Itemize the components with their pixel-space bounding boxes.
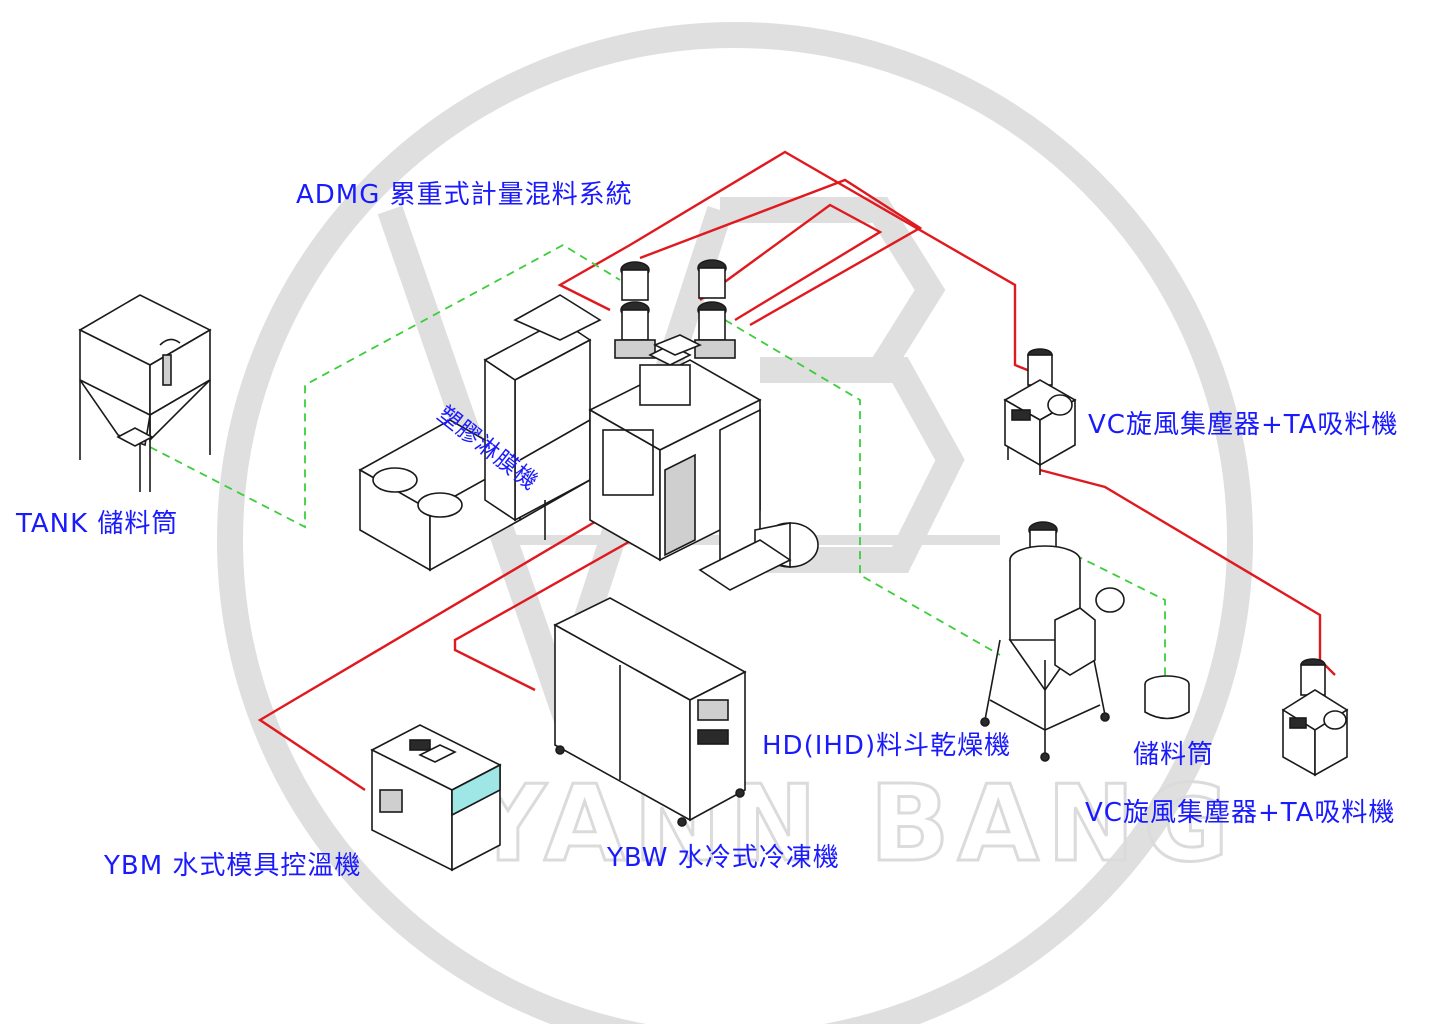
label-ybm: YBM 水式模具控溫機 bbox=[104, 851, 362, 881]
hd-hopper-dryer bbox=[980, 521, 1125, 762]
ybm-mold-temperature-controller bbox=[370, 724, 502, 872]
watermark-logo: YANN BANG bbox=[217, 22, 1253, 1028]
tank-storage-hopper bbox=[78, 294, 212, 492]
red-connection-lines bbox=[257, 150, 1336, 791]
label-tank: TANK 儲料筒 bbox=[16, 509, 179, 539]
storage-bin-bucket bbox=[1144, 675, 1190, 720]
admg-blending-units bbox=[614, 259, 736, 406]
vc-cyclone-ta-loader-top bbox=[1003, 348, 1077, 475]
label-vc-ta-bottom: VC旋風集塵器+TA吸料機 bbox=[1085, 798, 1396, 828]
label-ybw: YBW 水冷式冷凍機 bbox=[607, 843, 840, 873]
plastic-laminating-machine bbox=[358, 294, 819, 591]
ybw-water-chiller bbox=[553, 597, 747, 827]
watermark-text: YANN BANG bbox=[468, 763, 1237, 885]
green-material-lines bbox=[149, 243, 1166, 680]
label-vc-ta-top: VC旋風集塵器+TA吸料機 bbox=[1088, 410, 1399, 440]
label-storage-bin: 儲料筒 bbox=[1133, 740, 1215, 770]
label-hd-dryer: HD(IHD)料斗乾燥機 bbox=[762, 731, 1012, 761]
vc-cyclone-ta-loader-bottom bbox=[1281, 658, 1349, 777]
label-admg: ADMG 累重式計量混料系統 bbox=[296, 180, 633, 210]
